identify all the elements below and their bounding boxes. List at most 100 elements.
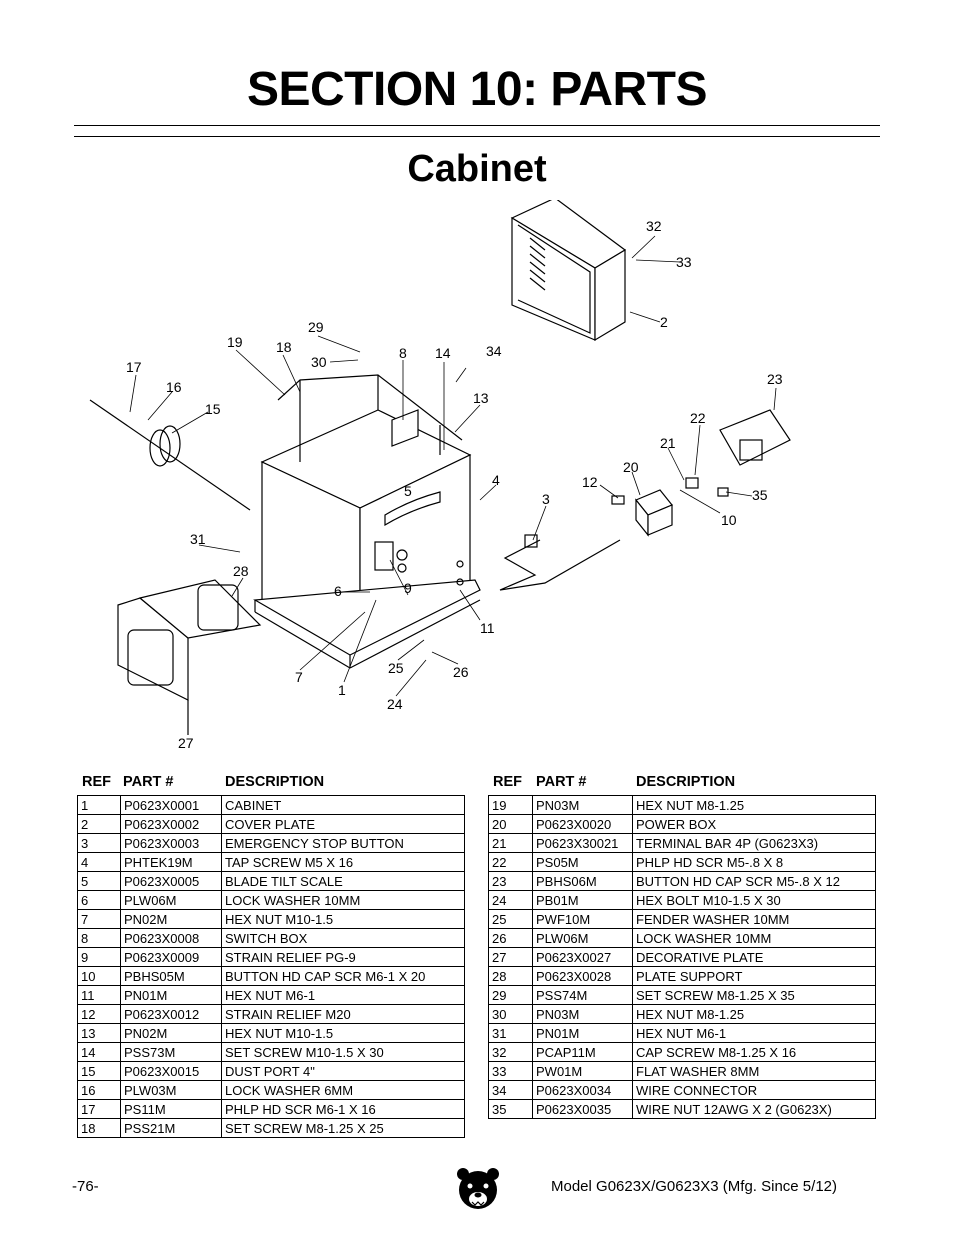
cell-description: LOCK WASHER 10MM bbox=[221, 890, 465, 910]
cell-part: PSS74M bbox=[532, 985, 633, 1005]
cell-ref: 26 bbox=[488, 928, 533, 948]
cell-part: P0623X0035 bbox=[532, 1099, 633, 1119]
cell-part: P0623X0009 bbox=[120, 947, 222, 967]
cell-description: HEX NUT M6-1 bbox=[632, 1023, 876, 1043]
cell-ref: 25 bbox=[488, 909, 533, 929]
cell-description: SET SCREW M10-1.5 X 30 bbox=[221, 1042, 465, 1062]
title-rule-bottom bbox=[74, 136, 880, 137]
callout-10: 10 bbox=[721, 512, 737, 528]
cell-part: PN01M bbox=[532, 1023, 633, 1043]
cell-ref: 24 bbox=[488, 890, 533, 910]
cell-part: P0623X0034 bbox=[532, 1080, 633, 1100]
callout-24: 24 bbox=[387, 696, 403, 712]
leader-lines bbox=[129, 235, 777, 697]
cell-ref: 14 bbox=[77, 1042, 121, 1062]
cell-ref: 28 bbox=[488, 966, 533, 986]
callout-labels: 1 2 3 4 5 6 7 8 9 10 11 12 13 14 15 16 1… bbox=[126, 218, 783, 751]
callout-2: 2 bbox=[660, 314, 668, 330]
callout-19: 19 bbox=[227, 334, 243, 350]
cell-part: PW01M bbox=[532, 1061, 633, 1081]
cell-ref: 22 bbox=[488, 852, 533, 872]
cell-description: STRAIN RELIEF M20 bbox=[221, 1004, 465, 1024]
cell-description: DUST PORT 4" bbox=[221, 1061, 465, 1081]
page-subtitle: Cabinet bbox=[407, 148, 547, 190]
power-box-drawing bbox=[499, 409, 791, 591]
cell-part: PLW03M bbox=[120, 1080, 222, 1100]
cell-ref: 35 bbox=[488, 1099, 533, 1119]
cell-part: PSS21M bbox=[120, 1118, 222, 1138]
model-label: Model G0623X/G0623X3 (Mfg. Since 5/12) bbox=[551, 1178, 837, 1195]
cell-part: P0623X0003 bbox=[120, 833, 222, 853]
callout-32: 32 bbox=[646, 218, 662, 234]
cell-description: TERMINAL BAR 4P (G0623X3) bbox=[632, 833, 876, 853]
cell-ref: 3 bbox=[77, 833, 121, 853]
cell-description: HEX BOLT M10-1.5 X 30 bbox=[632, 890, 876, 910]
callout-14: 14 bbox=[435, 345, 451, 361]
cell-description: PHLP HD SCR M5-.8 X 8 bbox=[632, 852, 876, 872]
callout-8: 8 bbox=[399, 345, 407, 361]
cell-part: P0623X0020 bbox=[532, 814, 633, 834]
callout-30: 30 bbox=[311, 354, 327, 370]
cell-ref: 13 bbox=[77, 1023, 121, 1043]
cell-part: PWF10M bbox=[532, 909, 633, 929]
decorative-plate-drawing bbox=[117, 579, 262, 735]
callout-13: 13 bbox=[473, 390, 489, 406]
callout-33: 33 bbox=[676, 254, 692, 270]
cell-ref: 33 bbox=[488, 1061, 533, 1081]
cell-part: P0623X0001 bbox=[120, 795, 222, 815]
cell-part: P0623X0015 bbox=[120, 1061, 222, 1081]
exploded-parts-diagram: 1 2 3 4 5 6 7 8 9 10 11 12 13 14 15 16 1… bbox=[89, 200, 791, 751]
cell-part: P0623X0005 bbox=[120, 871, 222, 891]
right-header-ref: REF bbox=[493, 774, 522, 790]
cell-part: PBHS06M bbox=[532, 871, 633, 891]
cell-part: PN02M bbox=[120, 909, 222, 929]
cell-description: POWER BOX bbox=[632, 814, 876, 834]
left-header-part: PART # bbox=[123, 774, 174, 790]
cell-part: PS11M bbox=[120, 1099, 222, 1119]
cell-ref: 6 bbox=[77, 890, 121, 910]
cell-part: PN03M bbox=[532, 1004, 633, 1024]
left-header-ref: REF bbox=[82, 774, 111, 790]
right-header-description: DESCRIPTION bbox=[636, 774, 736, 790]
callout-27: 27 bbox=[178, 735, 194, 751]
cell-part: PLW06M bbox=[120, 890, 222, 910]
callout-26: 26 bbox=[453, 664, 469, 680]
cell-part: PN01M bbox=[120, 985, 222, 1005]
cell-description: DECORATIVE PLATE bbox=[632, 947, 876, 967]
cell-description: COVER PLATE bbox=[221, 814, 465, 834]
cell-description: PHLP HD SCR M6-1 X 16 bbox=[221, 1099, 465, 1119]
cell-description: LOCK WASHER 10MM bbox=[632, 928, 876, 948]
cell-description: BUTTON HD CAP SCR M6-1 X 20 bbox=[221, 966, 465, 986]
callout-18: 18 bbox=[276, 339, 292, 355]
cell-ref: 30 bbox=[488, 1004, 533, 1024]
callout-20: 20 bbox=[623, 459, 639, 475]
callout-11: 11 bbox=[480, 620, 495, 636]
callout-22: 22 bbox=[690, 410, 706, 426]
cell-description: HEX NUT M8-1.25 bbox=[632, 795, 876, 815]
cell-description: WIRE CONNECTOR bbox=[632, 1080, 876, 1100]
cell-description: HEX NUT M6-1 bbox=[221, 985, 465, 1005]
callout-25: 25 bbox=[388, 660, 404, 676]
cell-description: PLATE SUPPORT bbox=[632, 966, 876, 986]
cell-description: SET SCREW M8-1.25 X 35 bbox=[632, 985, 876, 1005]
cell-part: P0623X0008 bbox=[120, 928, 222, 948]
callout-17: 17 bbox=[126, 359, 142, 375]
